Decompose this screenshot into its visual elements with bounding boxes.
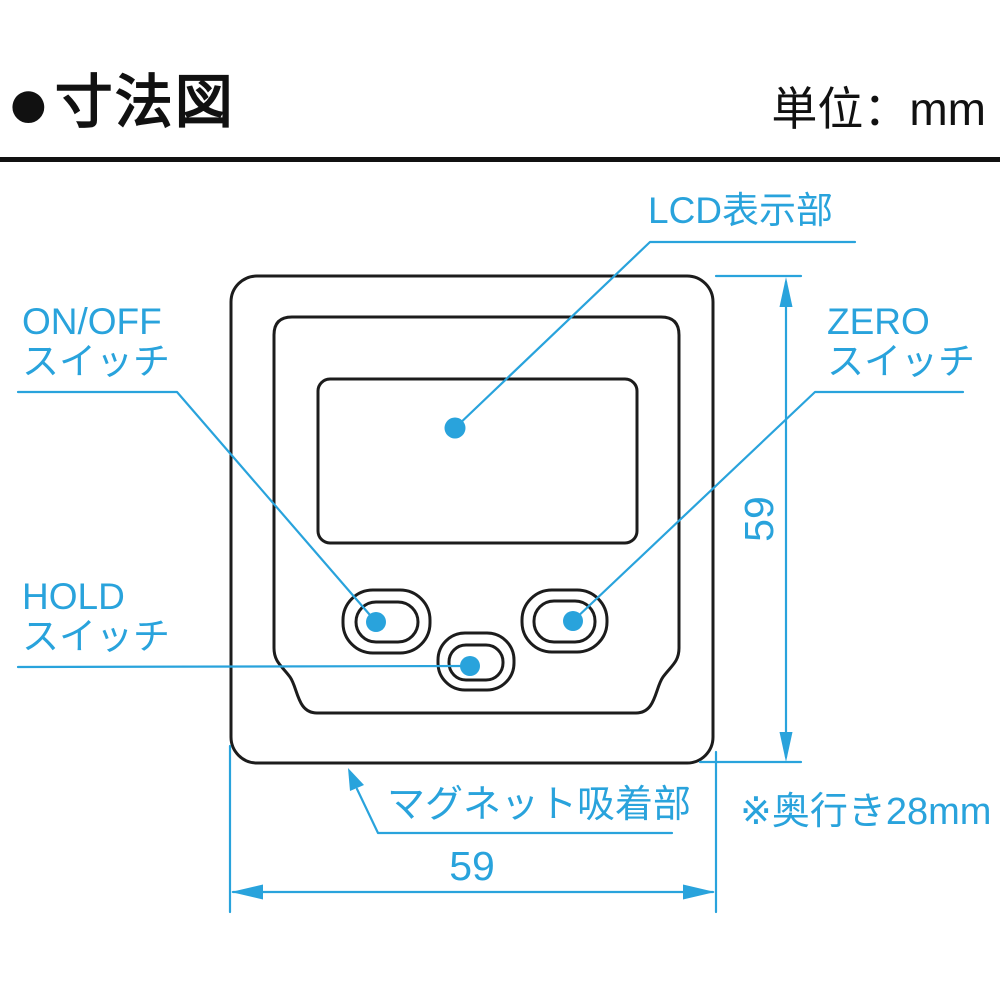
onoff-switch-label-line1: ON/OFF	[22, 301, 162, 342]
unit-label: 単位：mm	[771, 83, 986, 135]
zero-leader-line	[571, 390, 965, 623]
onoff-button-inner	[354, 600, 420, 644]
hold-button-inner	[447, 643, 505, 682]
lcd-callout-dot	[444, 417, 466, 439]
hold-switch-label: HOLD スイッチ	[22, 577, 170, 657]
hold-switch-label-line1: HOLD	[22, 576, 125, 617]
onoff-switch-label-line2: スイッチ	[22, 341, 170, 382]
zero-switch-label-line1: ZERO	[827, 301, 930, 342]
zero-button-inner	[532, 599, 597, 644]
onoff-switch-label: ON/OFF スイッチ	[22, 302, 170, 382]
hold-callout-dot	[460, 656, 480, 676]
onoff-button-outer	[341, 588, 432, 655]
height-dimension-value: 59	[736, 496, 782, 542]
lcd-screen	[316, 377, 639, 545]
onoff-callout-dot	[366, 612, 386, 632]
hold-leader-line	[16, 664, 472, 669]
zero-switch-label-line2: スイッチ	[827, 341, 975, 382]
bullet-icon: ●	[6, 61, 51, 144]
magnet-arrowhead	[348, 768, 364, 791]
width-arrowhead-left	[231, 884, 263, 900]
page-title: 寸法図	[54, 70, 235, 135]
hold-switch-label-line2: スイッチ	[22, 616, 170, 657]
lcd-leader-line	[453, 240, 857, 430]
width-arrowhead-right	[683, 884, 715, 900]
callout-markers	[231, 277, 793, 900]
section-header: ● 寸法図	[6, 61, 235, 144]
magnet-attachment-label: マグネット吸着部	[387, 784, 692, 826]
device-body-outline	[229, 274, 715, 765]
width-dimension-value: 59	[449, 843, 495, 889]
zero-callout-dot	[563, 611, 583, 631]
device-outlines	[229, 274, 715, 765]
callout-lines	[16, 240, 965, 914]
zero-button-outer	[520, 588, 609, 654]
depth-note: ※奥行き28mm	[740, 791, 992, 833]
magnet-leader-line	[355, 787, 674, 835]
lcd-display-label: LCD表示部	[648, 190, 834, 231]
hold-button-outer	[436, 631, 516, 692]
device-face-panel	[272, 315, 681, 715]
height-arrowhead-top	[779, 277, 793, 307]
onoff-leader-line	[16, 390, 378, 624]
header-divider	[0, 157, 1000, 162]
zero-switch-label: ZERO スイッチ	[827, 302, 975, 382]
height-arrowhead-bottom	[779, 732, 793, 762]
